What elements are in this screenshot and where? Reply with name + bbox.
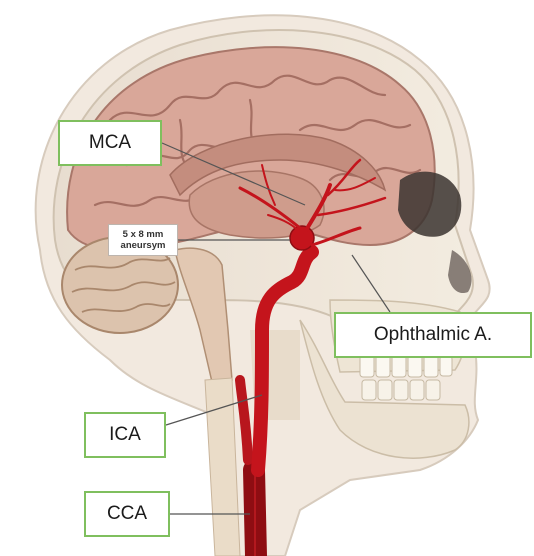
ica-label: ICA (84, 412, 166, 458)
aneurysm (290, 226, 314, 250)
annotation-line1: 5 x 8 mm (109, 229, 177, 240)
ophthalmic-artery-label: Ophthalmic A. (334, 312, 532, 358)
cca-vessel (254, 470, 256, 556)
lower-teeth (362, 380, 440, 400)
upper-teeth (360, 355, 452, 377)
aneurysm-size-annotation: 5 x 8 mm aneursym (108, 224, 178, 256)
cca-label: CCA (84, 491, 170, 537)
mca-label: MCA (58, 120, 162, 166)
annotation-line2: aneursym (109, 240, 177, 251)
